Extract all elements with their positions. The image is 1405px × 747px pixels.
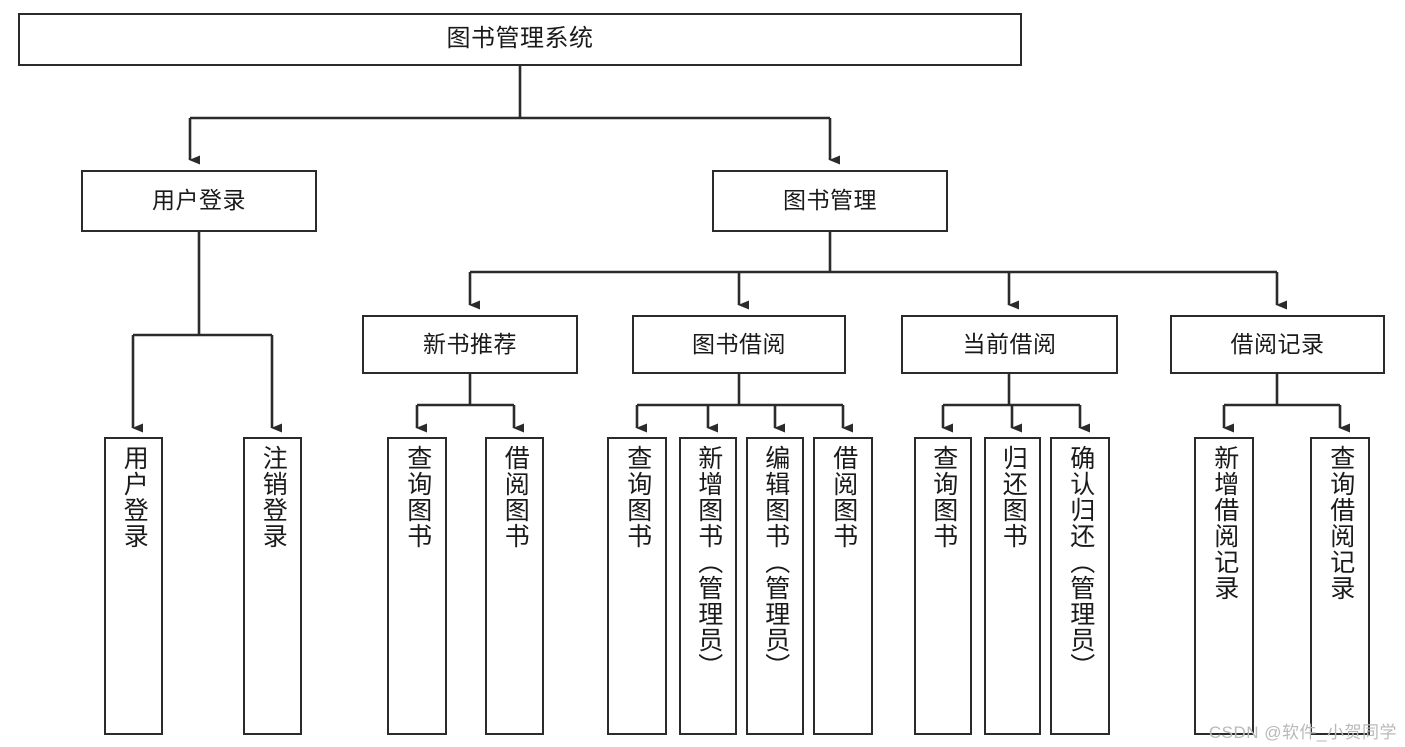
node-new-book-recommend[interactable]: 新书推荐: [362, 315, 578, 374]
node-leaf-return-book-label: 归还图书: [999, 445, 1028, 549]
node-leaf-confirm-return[interactable]: 确认归还（管理员）: [1050, 437, 1110, 735]
node-leaf-add-book-label: 新增图书（管理员）: [694, 445, 723, 679]
node-leaf-return-book[interactable]: 归还图书: [984, 437, 1041, 735]
node-leaf-query-borrow-record[interactable]: 查询借阅记录: [1310, 437, 1370, 735]
node-leaf-borrow-book-1[interactable]: 借阅图书: [485, 437, 544, 735]
node-leaf-query-book-2[interactable]: 查询图书: [607, 437, 667, 735]
node-leaf-borrow-book-2-label: 借阅图书: [829, 445, 858, 549]
node-user-login[interactable]: 用户登录: [81, 170, 317, 232]
node-leaf-query-book-1[interactable]: 查询图书: [387, 437, 447, 735]
node-leaf-query-book-1-label: 查询图书: [403, 445, 432, 549]
node-leaf-logout-login[interactable]: 注销登录: [243, 437, 302, 735]
node-book-manage[interactable]: 图书管理: [712, 170, 948, 232]
node-leaf-logout-login-label: 注销登录: [259, 445, 288, 549]
node-user-login-label: 用户登录: [152, 187, 246, 214]
node-borrow-record[interactable]: 借阅记录: [1170, 315, 1385, 374]
csdn-watermark: CSDN @软件_小贺同学: [1208, 723, 1397, 742]
node-leaf-borrow-book-1-label: 借阅图书: [501, 445, 530, 549]
node-leaf-query-book-3[interactable]: 查询图书: [914, 437, 972, 735]
node-book-borrow[interactable]: 图书借阅: [632, 315, 846, 374]
node-leaf-query-borrow-record-label: 查询借阅记录: [1326, 445, 1355, 601]
node-book-borrow-label: 图书借阅: [692, 330, 786, 357]
node-leaf-confirm-return-label: 确认归还（管理员）: [1066, 445, 1095, 679]
node-leaf-add-borrow-record-label: 新增借阅记录: [1210, 445, 1239, 601]
node-new-book-recommend-label: 新书推荐: [423, 330, 517, 357]
node-leaf-add-borrow-record[interactable]: 新增借阅记录: [1194, 437, 1254, 735]
node-borrow-record-label: 借阅记录: [1230, 330, 1325, 357]
node-leaf-edit-book-label: 编辑图书（管理员）: [761, 445, 790, 679]
node-current-borrow-label: 当前借阅: [962, 330, 1057, 357]
node-leaf-borrow-book-2[interactable]: 借阅图书: [813, 437, 873, 735]
node-leaf-add-book[interactable]: 新增图书（管理员）: [679, 437, 737, 735]
node-leaf-query-book-3-label: 查询图书: [929, 445, 958, 549]
node-root-label: 图书管理系统: [446, 25, 594, 53]
node-leaf-user-login[interactable]: 用户登录: [104, 437, 163, 735]
node-leaf-query-book-2-label: 查询图书: [623, 445, 652, 549]
node-leaf-user-login-label: 用户登录: [120, 445, 149, 549]
node-current-borrow[interactable]: 当前借阅: [901, 315, 1118, 374]
node-leaf-edit-book[interactable]: 编辑图书（管理员）: [746, 437, 804, 735]
node-book-manage-label: 图书管理: [783, 187, 877, 214]
node-root-book-management-system[interactable]: 图书管理系统: [18, 13, 1022, 66]
